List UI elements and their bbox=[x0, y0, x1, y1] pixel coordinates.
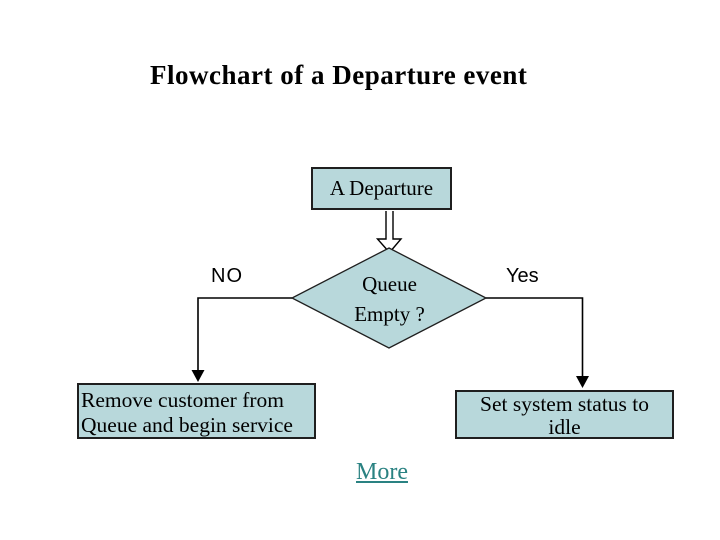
decision-node-label: Queue Empty ? bbox=[292, 269, 487, 329]
hollow-down-arrow-icon bbox=[375, 211, 403, 254]
decision-label-line2: Empty ? bbox=[354, 302, 425, 326]
yes-action-node: Set system status to idle bbox=[455, 390, 674, 439]
no-branch-arrowhead-icon bbox=[191, 370, 205, 382]
no-action-line1: Remove customer from bbox=[81, 388, 285, 412]
yes-action-line1: Set system status to bbox=[479, 392, 650, 416]
branch-label-yes: Yes bbox=[506, 265, 539, 287]
start-node-label: A Departure bbox=[329, 176, 434, 200]
yes-branch-arrowhead-icon bbox=[576, 376, 589, 388]
decision-label-line1: Queue bbox=[362, 272, 417, 296]
no-branch-connector bbox=[197, 297, 292, 372]
branch-label-no: NO bbox=[211, 265, 243, 287]
more-link[interactable]: More bbox=[356, 459, 408, 485]
start-node: A Departure bbox=[311, 167, 452, 210]
yes-branch-connector bbox=[486, 297, 584, 378]
no-action-line2: Queue and begin service bbox=[81, 413, 293, 437]
slide-title: Flowchart of a Departure event bbox=[150, 60, 528, 90]
no-action-node: Remove customer from Queue and begin ser… bbox=[77, 383, 316, 439]
yes-action-line2: idle bbox=[548, 415, 581, 439]
